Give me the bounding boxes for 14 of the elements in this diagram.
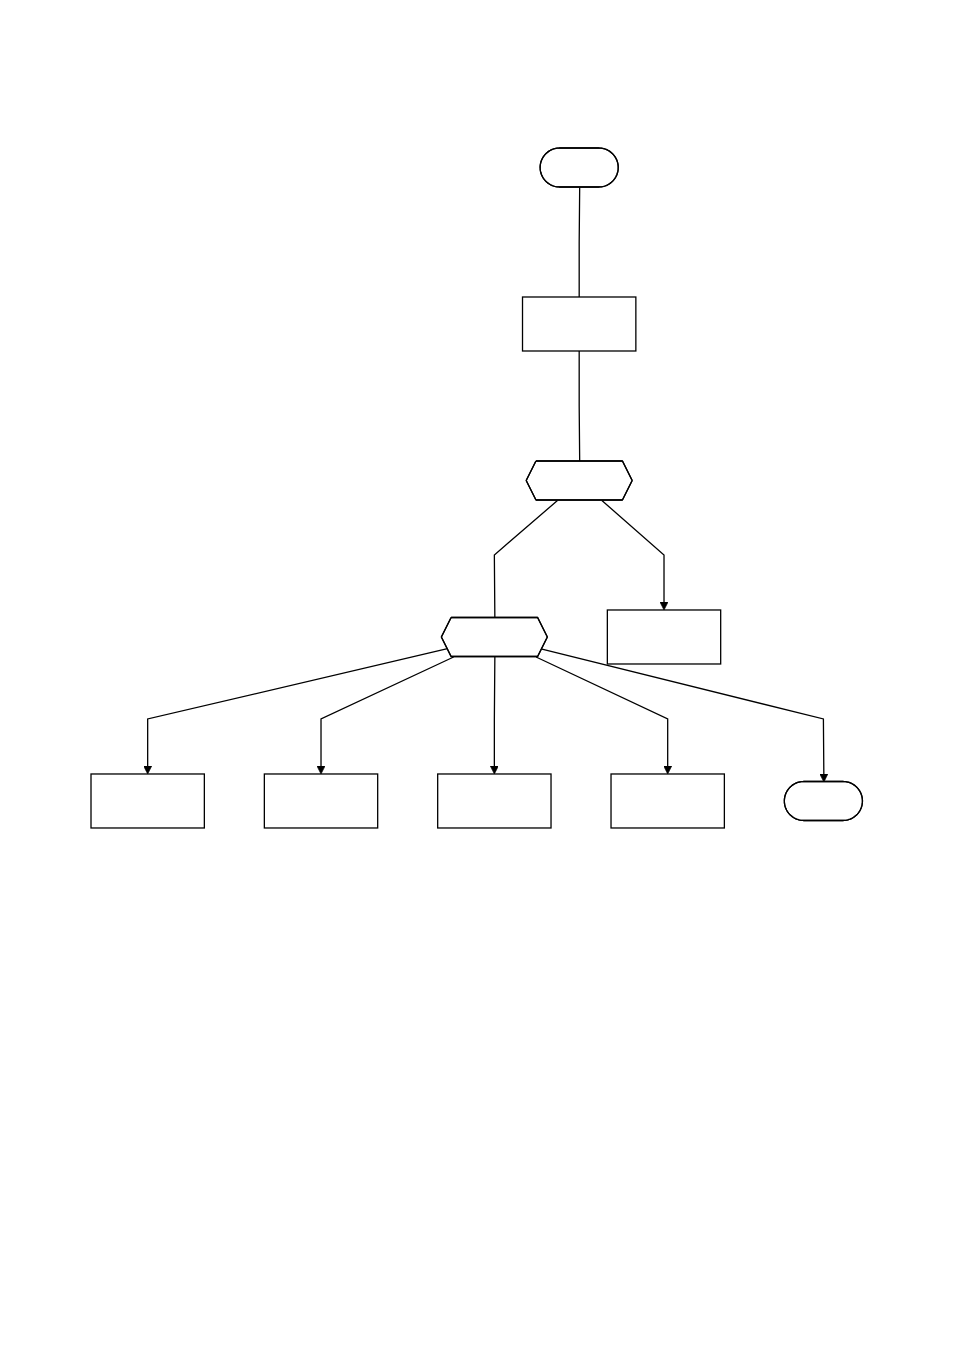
node-box [522,296,637,352]
node-box [606,609,722,665]
node-box [610,773,726,829]
arrow [316,656,455,775]
connector [578,186,581,298]
arrow [601,499,669,611]
connector [493,499,559,619]
arrow [490,656,500,775]
arrow [535,656,673,775]
arrow [143,648,449,775]
node-box [90,773,206,829]
node-box [263,773,379,829]
arrow [541,648,829,783]
node-box [437,773,552,829]
